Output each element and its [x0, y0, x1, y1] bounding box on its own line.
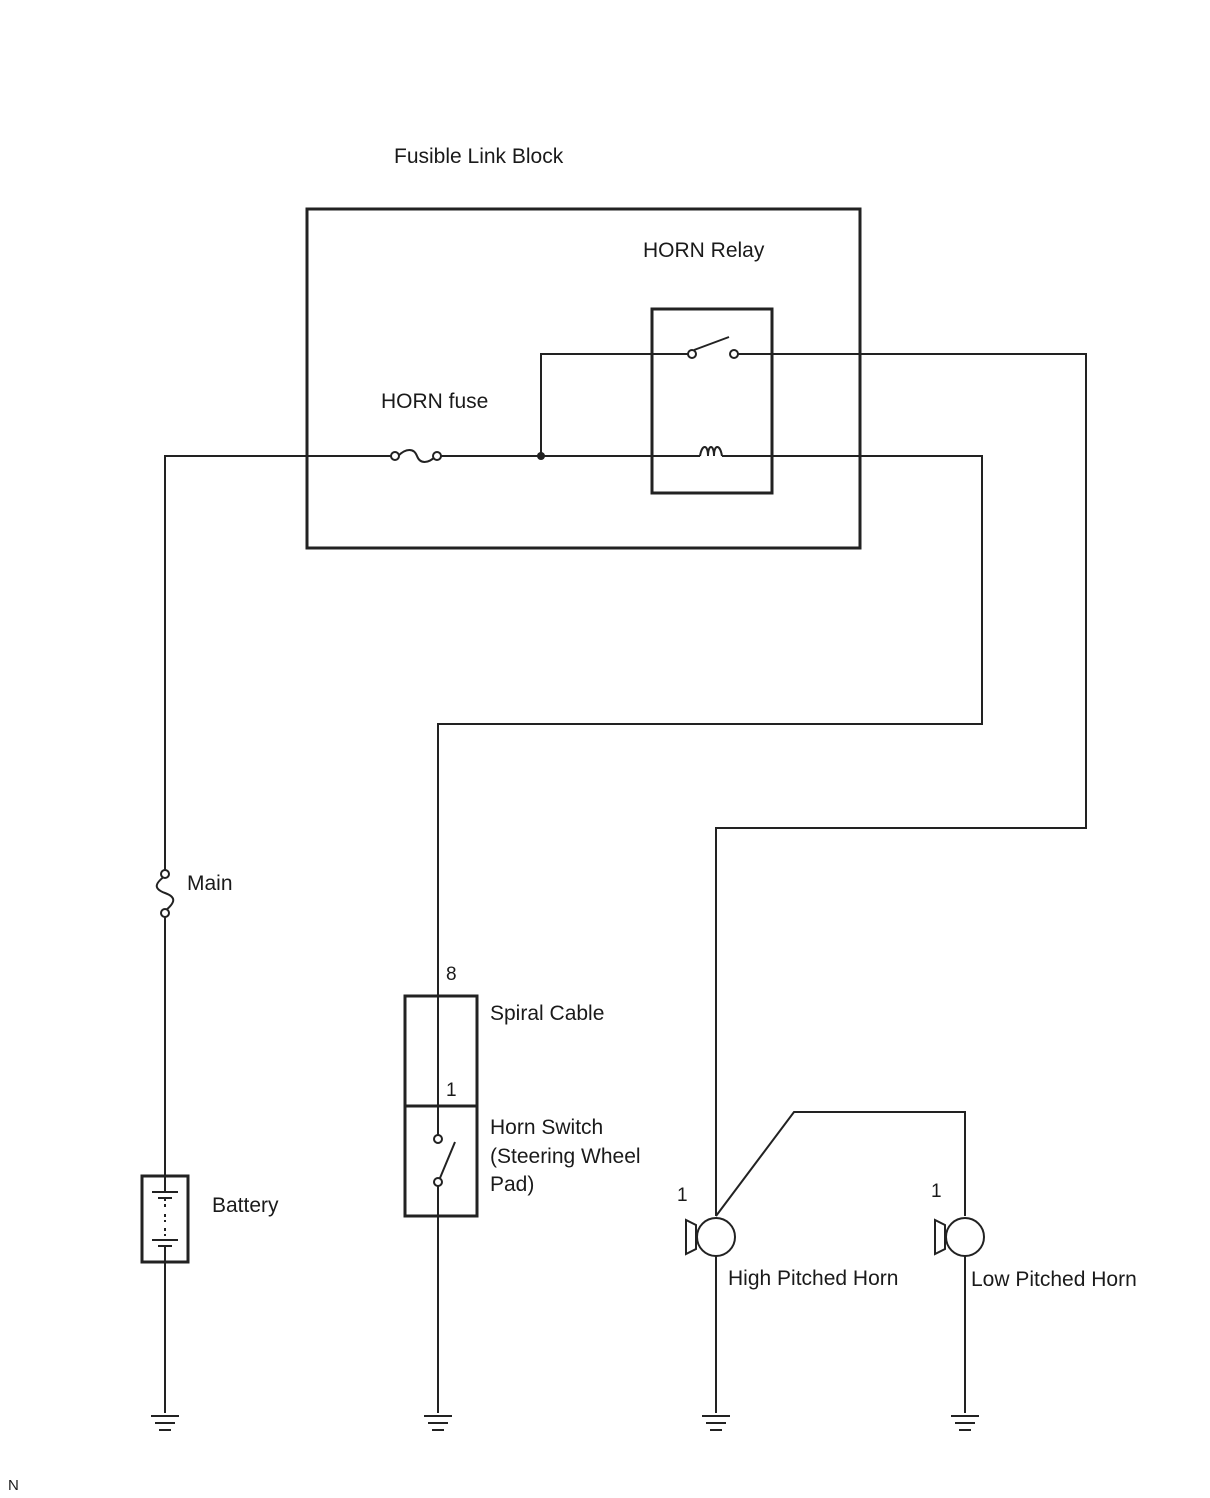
horn-relay-box: [650, 307, 774, 495]
high-pitched-horn-label: High Pitched Horn: [728, 1267, 898, 1290]
main-feed-wire: [164, 455, 700, 1413]
relay-coil-icon: [699, 446, 723, 457]
main-fuse-symbol: [155, 869, 175, 918]
low-pitched-horn-label: Low Pitched Horn: [971, 1268, 1137, 1291]
horn-fuse-label: HORN fuse: [381, 390, 488, 413]
horn-bridge-wire: [715, 1111, 966, 1217]
high-pitched-horn-icon: [685, 1217, 736, 1257]
battery-label: Battery: [212, 1194, 279, 1217]
low-horn-pin: 1: [931, 1181, 942, 1202]
ground-icon: [702, 1415, 730, 1431]
horn-switch-icon: [433, 1134, 456, 1187]
horn-switch-label-line2: (Steering Wheel: [490, 1145, 641, 1168]
low-pitched-horn-icon: [934, 1217, 985, 1257]
horn-switch-box: [403, 1104, 479, 1218]
ground-icon: [151, 1415, 179, 1431]
horn-fuse-symbol: [390, 449, 442, 463]
horn-switch-label-line3: Pad): [490, 1173, 534, 1196]
fusible-link-block-box: [305, 207, 862, 550]
corner-mark: N: [8, 1477, 19, 1494]
spiral-cable-label: Spiral Cable: [490, 1002, 604, 1025]
coil-to-switch-wire: [437, 455, 983, 1135]
spiral-cable-box: [403, 994, 479, 1108]
spiral-cable-pin-top: 8: [446, 964, 457, 985]
horn-switch-label-line1: Horn Switch: [490, 1116, 603, 1139]
spiral-cable-pin-bottom: 1: [446, 1080, 457, 1101]
high-horn-pin: 1: [677, 1185, 688, 1206]
fusible-link-block-label: Fusible Link Block: [394, 145, 564, 168]
battery-icon: [140, 1174, 190, 1264]
relay-contact-wire: [540, 353, 688, 456]
ground-icon: [951, 1415, 979, 1431]
relay-switch-icon: [687, 336, 739, 359]
ground-icon: [424, 1415, 452, 1431]
main-fuse-label: Main: [187, 872, 233, 895]
relay-output-wire: [715, 353, 1087, 1216]
horn-relay-label: HORN Relay: [643, 239, 765, 262]
